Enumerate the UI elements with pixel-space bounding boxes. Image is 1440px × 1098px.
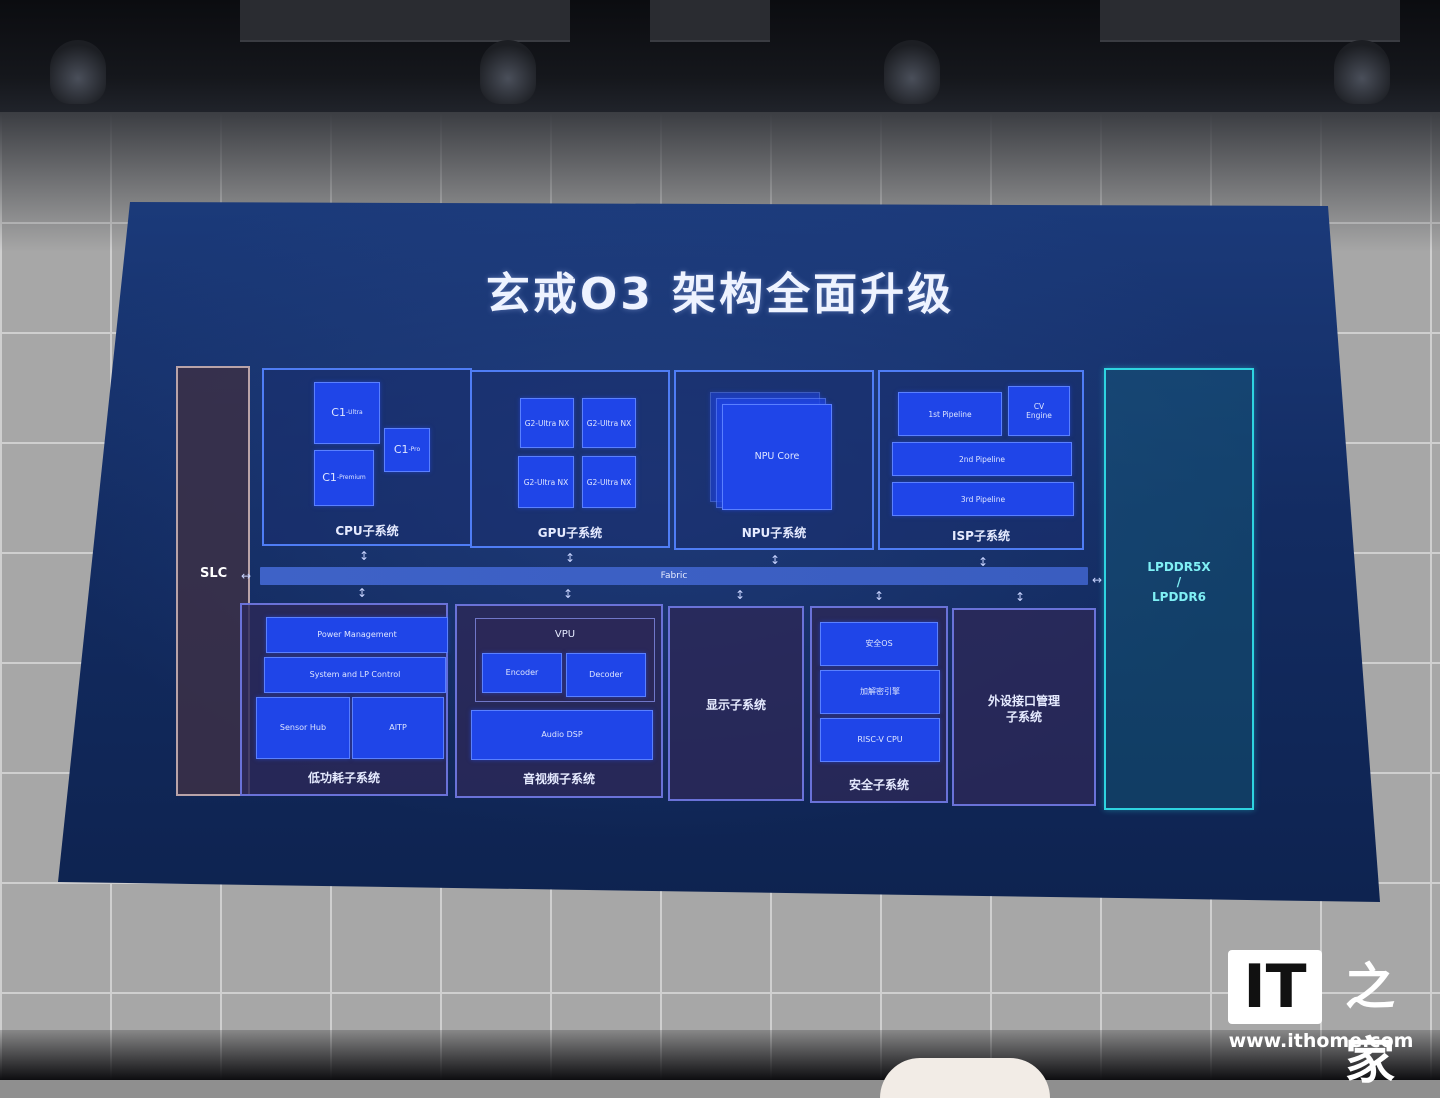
stage-light xyxy=(50,40,106,104)
encoder: Encoder xyxy=(482,653,562,693)
updown-arrow: ↕ xyxy=(563,587,574,601)
gpu-core: G2-Ultra NX xyxy=(520,398,574,448)
sensor-hub: Sensor Hub xyxy=(256,697,350,759)
audio-video-subsystem: VPU Encoder Decoder Audio DSP 音视频子系统 xyxy=(455,604,663,798)
peripheral-subsystem: 外设接口管理 子系统 xyxy=(952,608,1096,806)
slc-label: SLC xyxy=(200,566,228,581)
cv-engine: CV Engine xyxy=(1008,386,1070,436)
gpu-core: G2-Ultra NX xyxy=(518,456,574,508)
watermark-logo-zh: 之家 xyxy=(1345,957,1395,1090)
truss xyxy=(240,0,570,42)
fabric-lpddr-arrow: ↔ xyxy=(1092,573,1103,587)
secure-os: 安全OS xyxy=(820,622,938,666)
cpu-core-c1-premium: C1-Premium xyxy=(314,450,374,506)
display-subsystem: 显示子系统 xyxy=(668,606,804,801)
lpddr-label: LPDDR5X / LPDDR6 xyxy=(1106,560,1252,605)
stage-light xyxy=(1334,40,1390,104)
slide-title: 玄戒O3 架构全面升级 xyxy=(485,269,955,320)
core-name: C1 xyxy=(393,443,409,457)
core-variant: -Ultra xyxy=(345,409,363,417)
isp-pipeline-1: 1st Pipeline xyxy=(898,392,1002,436)
cpu-core-c1-pro: C1-Pro xyxy=(384,428,430,472)
stage-light xyxy=(884,40,940,104)
ceiling xyxy=(0,0,1440,112)
audio-video-label: 音视频子系统 xyxy=(522,772,595,786)
gpu-subsystem: G2-Ultra NX G2-Ultra NX G2-Ultra NX G2-U… xyxy=(470,370,670,548)
security-subsystem: 安全OS 加解密引擎 RISC-V CPU 安全子系统 xyxy=(810,606,948,803)
updown-arrow: ↕ xyxy=(357,586,368,600)
system-lp-control: System and LP Control xyxy=(264,657,446,693)
isp-pipeline-2: 2nd Pipeline xyxy=(892,442,1072,476)
stage-light xyxy=(480,40,536,104)
gpu-label: GPU子系统 xyxy=(537,526,603,540)
gpu-core: G2-Ultra NX xyxy=(582,398,636,448)
lpddr-memory: LPDDR5X / LPDDR6 xyxy=(1104,368,1254,810)
core-variant: -Pro xyxy=(408,446,421,454)
npu-label: NPU子系统 xyxy=(741,526,807,540)
vpu-block: VPU Encoder Decoder xyxy=(475,618,655,702)
aitp: AITP xyxy=(352,697,444,759)
risc-v-cpu: RISC-V CPU xyxy=(820,718,940,762)
slc-block xyxy=(176,366,250,796)
isp-pipeline-3: 3rd Pipeline xyxy=(892,482,1074,516)
vpu-label: VPU xyxy=(554,629,576,640)
security-label: 安全子系统 xyxy=(848,778,909,792)
cpu-label: CPU子系统 xyxy=(335,524,399,538)
low-power-subsystem: Power Management System and LP Control S… xyxy=(240,603,448,796)
audio-dsp: Audio DSP xyxy=(471,710,653,760)
fabric-label: Fabric xyxy=(660,571,688,581)
watermark-url: www.ithome.com xyxy=(1228,1030,1414,1052)
cpu-core-c1-ultra: C1-Ultra xyxy=(314,382,380,444)
low-power-label: 低功耗子系统 xyxy=(307,771,380,785)
decoder: Decoder xyxy=(566,653,646,697)
lpddr-line: / xyxy=(1176,575,1182,589)
cpu-subsystem: C1-Ultra C1-Pro C1-Premium CPU子系统 xyxy=(262,368,472,546)
core-variant: -Premium xyxy=(336,474,366,482)
npu-core: NPU Core xyxy=(722,404,832,510)
isp-subsystem: 1st Pipeline CV Engine 2nd Pipeline 3rd … xyxy=(878,370,1084,550)
fabric-bus: Fabric xyxy=(260,567,1088,585)
peripheral-label-line2: 子系统 xyxy=(1005,710,1042,724)
updown-arrow: ↕ xyxy=(874,589,885,603)
lpddr-line: LPDDR6 xyxy=(1152,590,1206,604)
core-name: C1 xyxy=(322,471,337,485)
updown-arrow: ↕ xyxy=(359,549,370,563)
core-name: C1 xyxy=(331,406,346,420)
crypto-engine: 加解密引擎 xyxy=(820,670,940,714)
slc-fabric-arrow: ↔ xyxy=(241,569,252,583)
watermark-logo: IT xyxy=(1228,950,1322,1024)
gpu-core: G2-Ultra NX xyxy=(582,456,636,508)
truss xyxy=(650,0,770,42)
updown-arrow: ↕ xyxy=(565,551,576,565)
updown-arrow: ↕ xyxy=(735,588,746,602)
lpddr-line: LPDDR5X xyxy=(1147,560,1211,574)
peripheral-label-line1: 外设接口管理 xyxy=(987,694,1060,708)
updown-arrow: ↕ xyxy=(770,553,781,567)
display-label: 显示子系统 xyxy=(705,698,766,712)
updown-arrow: ↕ xyxy=(978,555,989,569)
npu-subsystem: NPU Core NPU子系统 xyxy=(674,370,874,550)
updown-arrow: ↕ xyxy=(1015,590,1026,604)
power-management: Power Management xyxy=(266,617,448,653)
isp-label: ISP子系统 xyxy=(952,529,1010,543)
truss xyxy=(1100,0,1400,42)
ithome-watermark: IT 之家 www.ithome.com xyxy=(1226,950,1416,1090)
audience-foreground xyxy=(0,1030,1440,1080)
audience-head xyxy=(880,1058,1050,1098)
